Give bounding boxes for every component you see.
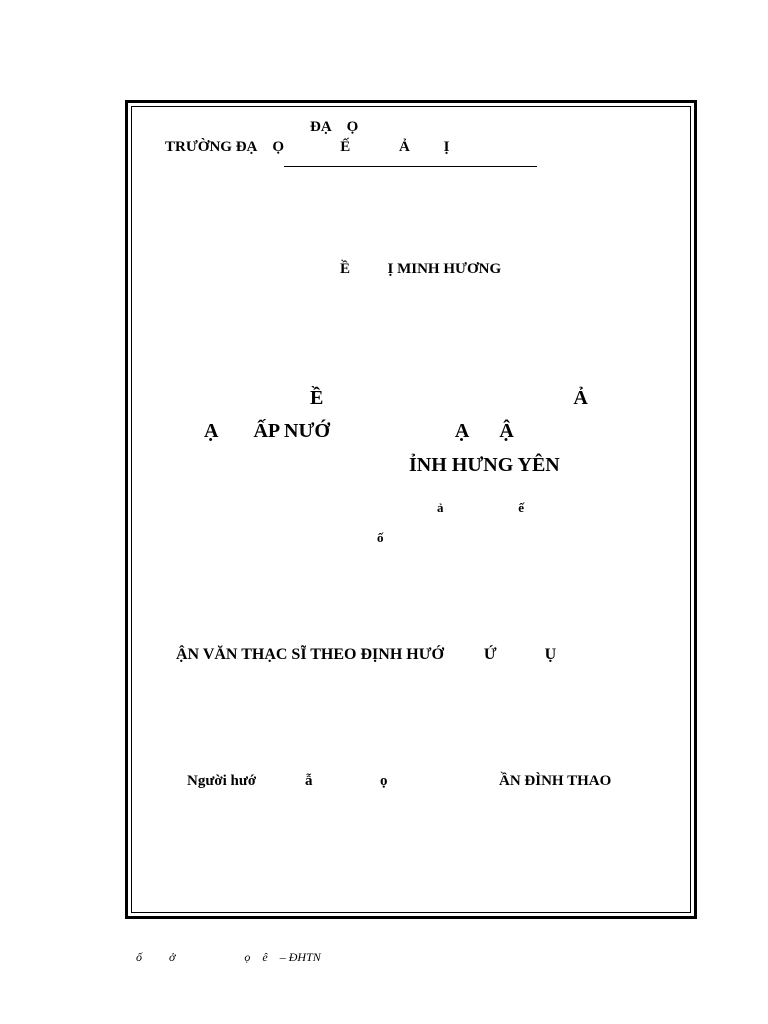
- major-line: ả ế: [437, 500, 525, 515]
- thesis-title-line1: Ề Ả: [310, 387, 588, 409]
- supervisor-label-part3: ọ: [380, 773, 388, 789]
- page-border-outer: [125, 100, 697, 919]
- university-name-line2: TRƯỜNG ĐẠ Ọ Ế Ả Ị: [165, 139, 450, 155]
- supervisor-name: ẦN ĐÌNH THAO: [499, 773, 612, 789]
- university-name-line1: ĐẠ Ọ: [310, 119, 359, 135]
- page-border-inner: [131, 106, 691, 913]
- major-code-line: ố: [377, 530, 384, 545]
- degree-title: ẬN VĂN THẠC SĨ THEO ĐỊNH HƯỚ Ứ Ụ: [176, 646, 557, 663]
- footer-source-note: ố ở ọ ê – ĐHTN: [136, 950, 321, 964]
- header-underline: [284, 166, 537, 167]
- supervisor-label: Người hướ: [187, 773, 257, 789]
- thesis-title-line3: ỈNH HƯNG YÊN: [409, 454, 560, 476]
- author-name: Ề Ị MINH HƯƠNG: [340, 261, 502, 277]
- supervisor-label-part2: ẫ: [305, 773, 313, 789]
- thesis-title-line2: Ạ ẤP NƯỚ Ạ Ậ: [204, 420, 514, 442]
